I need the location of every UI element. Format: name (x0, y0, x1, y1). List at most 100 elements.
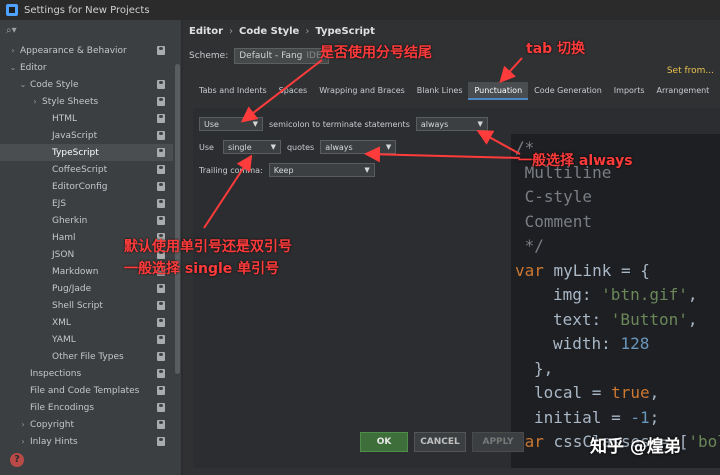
semicolon-when-select[interactable]: always▼ (415, 117, 488, 131)
sidebar-search[interactable]: ⌕▾ (0, 20, 181, 40)
sidebar-item[interactable]: ⌄Code Style (0, 76, 173, 93)
annotation-tab-switch: tab 切换 (526, 41, 586, 57)
sidebar-item-label: Code Style (30, 79, 79, 90)
code-number: -1 (630, 407, 650, 427)
sidebar-item[interactable]: › Style Sheets (0, 93, 173, 110)
cancel-button[interactable]: CANCEL (414, 432, 466, 452)
project-scope-icon (157, 369, 165, 378)
sidebar-item-label: JSON (52, 249, 75, 260)
code-line: }, (534, 358, 554, 378)
punctuation-panel: Use▼ semicolon to terminate statements a… (193, 108, 720, 468)
annotation-quotes-2: 一般选择 single 单引号 (124, 261, 280, 277)
sidebar-item-label: XML (52, 317, 71, 328)
sidebar-item[interactable]: CoffeeScript (0, 161, 173, 178)
tab-arrangement[interactable]: Arrangement (656, 86, 710, 95)
sidebar-item[interactable]: JavaScript (0, 127, 173, 144)
sidebar-item-label: Inlay Hints (30, 436, 78, 447)
code-property: width: (553, 334, 621, 353)
quotes-when-value: always (325, 142, 353, 152)
project-scope-icon (157, 386, 165, 395)
trailing-comma-value: Keep (273, 165, 294, 175)
sidebar-item[interactable]: Inspections (0, 365, 173, 382)
project-scope-icon (157, 182, 165, 191)
code-preview: /* Multiline C-style Comment */ var myLi… (511, 134, 720, 468)
project-scope-icon (157, 233, 165, 242)
code-string: 'bol (688, 432, 720, 451)
project-scope-icon (157, 437, 165, 446)
quotes-select[interactable]: single▼ (222, 140, 281, 154)
tab-code-generation[interactable]: Code Generation (534, 86, 602, 95)
sidebar-item[interactable]: TypeScript (0, 144, 173, 161)
scheme-select[interactable]: Default - Fang IDE (234, 48, 330, 64)
project-scope-icon (157, 352, 165, 361)
code-line: C-style (515, 187, 593, 206)
sidebar-item[interactable]: Pug/Jade (0, 280, 173, 297)
chevron-right-icon[interactable]: › (33, 97, 37, 106)
tab-spaces[interactable]: Spaces (278, 86, 308, 95)
semicolon-label: semicolon to terminate statements (269, 119, 410, 129)
sidebar-item[interactable]: File and Code Templates (0, 382, 173, 399)
settings-sidebar: ⌕▾ ›Appearance & Behavior⌄Editor⌄Code St… (0, 20, 182, 475)
sidebar-item[interactable]: EditorConfig (0, 178, 173, 195)
sidebar-item[interactable]: Gherkin (0, 212, 173, 229)
chevron-right-icon[interactable]: › (21, 420, 25, 429)
quotes-row: Use single▼ quotes always▼ (199, 140, 397, 154)
sidebar-item[interactable]: Shell Script (0, 297, 173, 314)
ok-button[interactable]: OK (360, 432, 408, 452)
sidebar-item-label: TypeScript (52, 147, 99, 158)
help-icon[interactable]: ? (10, 453, 24, 467)
search-icon[interactable]: ⌕▾ (6, 24, 17, 36)
sidebar-item[interactable]: Markdown (0, 263, 173, 280)
sidebar-item[interactable]: Haml (0, 229, 173, 246)
tab-wrapping-and-braces[interactable]: Wrapping and Braces (319, 86, 405, 95)
code-property: text: (553, 309, 611, 329)
chevron-down-icon: ▼ (385, 143, 392, 151)
sidebar-item[interactable]: XML (0, 314, 173, 331)
code-line: local = true, (511, 381, 720, 406)
sidebar-item-label: Gherkin (52, 215, 88, 226)
code-punct: , (687, 309, 698, 329)
code-keyword: var (515, 260, 554, 280)
sidebar-item[interactable]: HTML (0, 110, 173, 127)
sidebar-item[interactable]: File Encodings (0, 399, 173, 416)
sidebar-item[interactable]: ›Appearance & Behavior (0, 42, 173, 59)
sidebar-item[interactable]: › Inlay Hints (0, 433, 173, 450)
tab-blank-lines[interactable]: Blank Lines (416, 86, 463, 95)
sidebar-item[interactable]: JSON (0, 246, 173, 263)
trailing-comma-select[interactable]: Keep ▼ (268, 163, 375, 177)
set-from-link[interactable]: Set from... (666, 66, 714, 76)
chevron-right-icon[interactable]: › (21, 437, 25, 446)
chevron-right-icon[interactable]: › (11, 46, 15, 55)
code-line: var myLink = { (511, 259, 720, 284)
chevron-down-icon[interactable]: ⌄ (19, 80, 27, 89)
project-scope-icon (157, 165, 165, 174)
code-identifier: cssClasses = [ (553, 432, 689, 451)
semicolon-when-value: always (420, 119, 449, 129)
code-property: img: (553, 285, 602, 304)
scheme-value: Default - Fang (239, 51, 303, 61)
quotes-label: quotes (286, 142, 315, 152)
sidebar-item-label: Style Sheets (42, 96, 99, 107)
sidebar-item[interactable]: EJS (0, 195, 173, 212)
semicolon-use-select[interactable]: Use▼ (199, 117, 263, 131)
sidebar-item-label: File Encodings (30, 402, 95, 413)
code-line: Multiline (515, 162, 612, 182)
sidebar-scrollbar[interactable] (175, 64, 180, 374)
sidebar-item[interactable]: ›Copyright (0, 416, 173, 433)
project-scope-icon (157, 131, 165, 140)
chevron-down-icon: ▼ (364, 166, 370, 174)
sidebar-item[interactable]: ⌄Editor (0, 59, 173, 76)
chevron-down-icon[interactable]: ⌄ (9, 63, 17, 72)
settings-tree: ›Appearance & Behavior⌄Editor⌄Code Style… (0, 42, 173, 450)
sidebar-item-label: JavaScript (52, 130, 98, 141)
trailing-comma-row: Trailing comma: Keep ▼ (199, 163, 375, 177)
quotes-when-select[interactable]: always ▼ (320, 140, 397, 154)
sidebar-item[interactable]: Other File Types (0, 348, 173, 365)
tab-imports[interactable]: Imports (613, 86, 645, 95)
semicolon-row: Use▼ semicolon to terminate statements a… (199, 117, 488, 131)
trailing-comma-label: Trailing comma: (199, 165, 263, 175)
tab-tabs-and-indents[interactable]: Tabs and Indents (199, 86, 267, 95)
apply-button[interactable]: APPLY (472, 432, 524, 452)
tab-punctuation[interactable]: Punctuation (468, 82, 529, 100)
sidebar-item[interactable]: YAML (0, 331, 173, 348)
